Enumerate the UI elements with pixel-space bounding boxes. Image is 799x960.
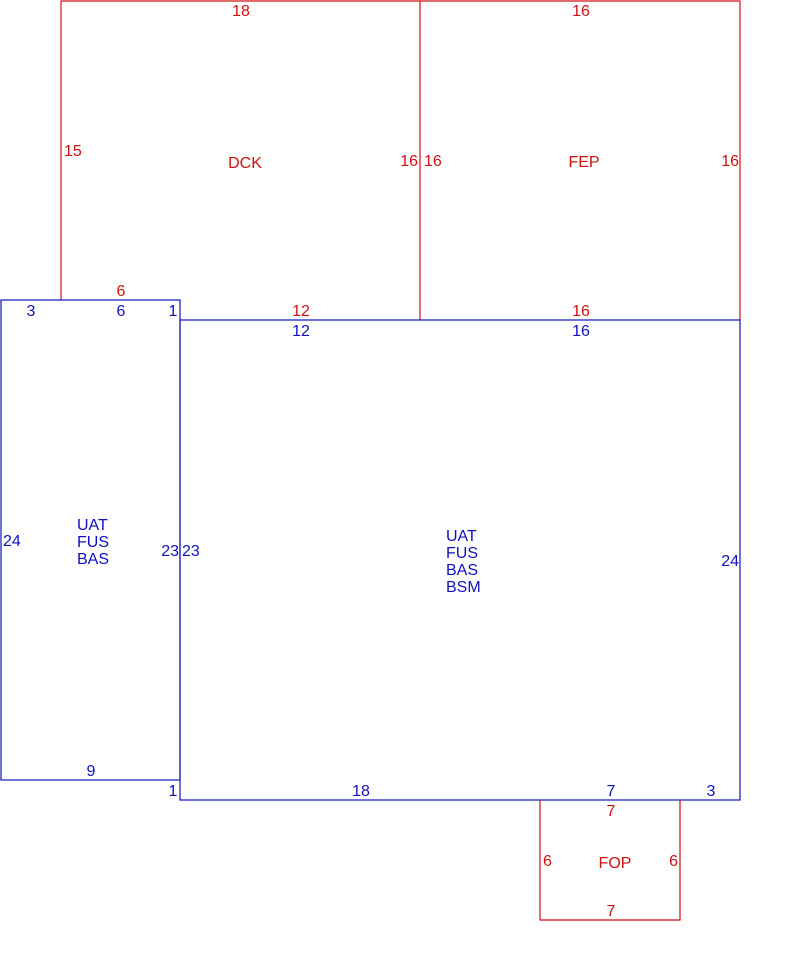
main-room-label-line-4: BSM: [446, 579, 481, 596]
fop-dim-bottom: 7: [607, 903, 616, 920]
area-fep: 16 16 16 16 FEP: [420, 0, 741, 320]
fep-dim-bottom: 16: [572, 303, 590, 320]
main-room-dim-right: 24: [721, 553, 739, 570]
left-room-dim-right: 23: [161, 543, 179, 560]
fep-dim-top: 16: [572, 3, 590, 20]
dck-dim-left: 15: [64, 143, 82, 160]
fop-dim-right: 6: [669, 853, 678, 870]
main-room-dim-bottom-c: 3: [707, 783, 716, 800]
fop-label: FOP: [599, 855, 632, 872]
main-room-label-line-1: UAT: [446, 528, 477, 545]
main-room-dim-left: 23: [182, 543, 200, 560]
dck-dim-bottom-b: 12: [292, 303, 310, 320]
fep-dim-right: 16: [721, 153, 739, 170]
main-room-dim-top-a: 12: [292, 323, 310, 340]
main-room-dim-bottom-b: 7: [607, 783, 616, 800]
area-main-room: 12 16 23 24 18 7 3 UAT FUS BAS BSM: [179, 319, 741, 801]
fop-outline: [539, 800, 681, 921]
left-room-dim-left: 24: [3, 533, 21, 550]
area-fop: 7 6 6 7 FOP: [539, 800, 681, 921]
main-room-dim-top-b: 16: [572, 323, 590, 340]
left-room-dim-bottom-corner: 1: [169, 783, 178, 800]
dck-dim-right: 16: [400, 153, 418, 170]
left-room-label-line-2: FUS: [77, 534, 109, 551]
main-room-outline: [179, 319, 741, 801]
area-dck: 18 15 16 6 12 DCK: [60, 0, 421, 320]
fep-label: FEP: [568, 154, 599, 171]
main-room-label-line-3: BAS: [446, 562, 478, 579]
fop-dim-top: 7: [607, 803, 616, 820]
main-room-dim-bottom-a: 18: [352, 783, 370, 800]
left-room-dim-bottom: 9: [87, 763, 96, 780]
left-room-label-line-1: UAT: [77, 517, 108, 534]
dck-label: DCK: [228, 155, 262, 172]
area-left-room: 3 6 1 24 23 9 1 UAT FUS BAS: [0, 299, 181, 800]
fep-outline: [420, 0, 741, 320]
fep-dim-left: 16: [424, 153, 442, 170]
dck-dim-top: 18: [232, 3, 250, 20]
left-room-dim-top-c: 1: [169, 303, 178, 320]
main-room-label-line-2: FUS: [446, 545, 478, 562]
fop-dim-left: 6: [543, 853, 552, 870]
left-room-dim-top-b: 6: [117, 303, 126, 320]
dck-outline: [60, 0, 421, 320]
left-room-dim-top-a: 3: [27, 303, 36, 320]
left-room-label-line-3: BAS: [77, 551, 109, 568]
dck-dim-bottom-a: 6: [117, 283, 126, 300]
